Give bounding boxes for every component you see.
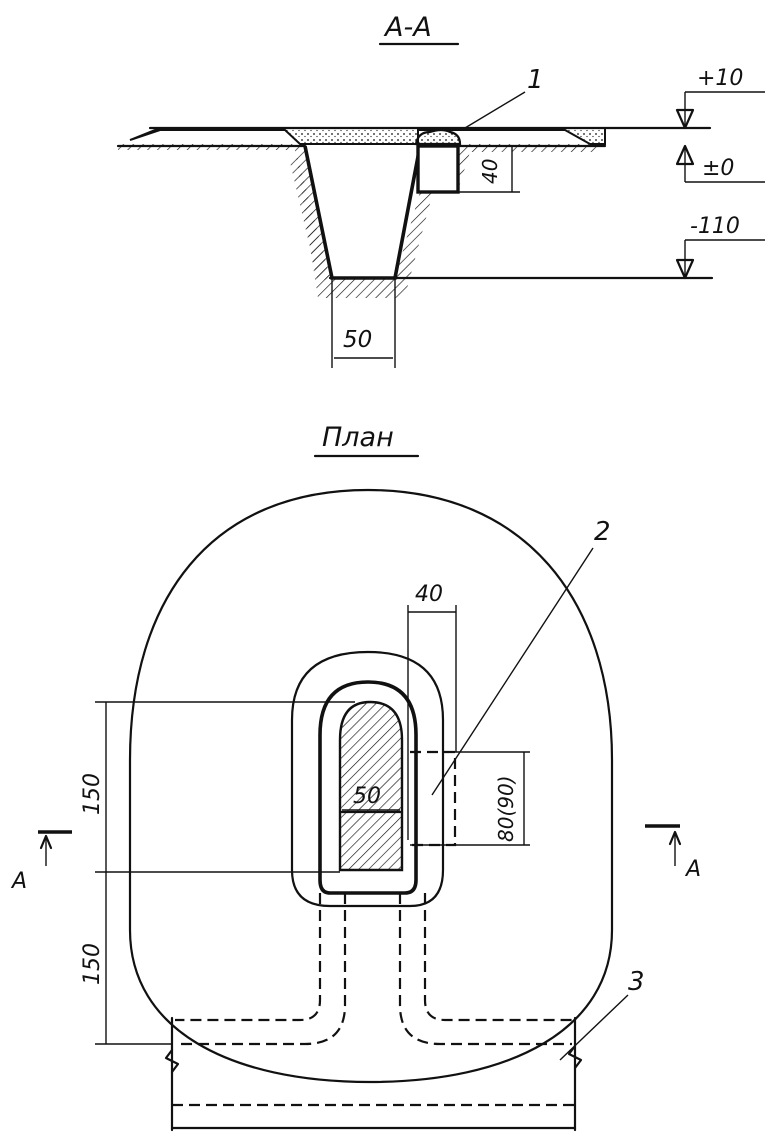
middle-loop — [290, 650, 445, 908]
dim-lower-150-label: 150 — [80, 943, 105, 985]
plan-view: План 2 3 40 — [10, 422, 701, 1132]
dashed-channel-right — [398, 893, 572, 1046]
level-top-label: +10 — [697, 66, 743, 91]
dashed-channel-left — [175, 893, 322, 1022]
callout-3-label: 3 — [628, 967, 645, 997]
level-bottom-label: -110 — [690, 214, 740, 239]
cut-marker-right: A — [645, 824, 701, 882]
break-mark-right — [567, 1044, 583, 1070]
dashed-channel-right2 — [423, 893, 572, 1022]
break-mark-left — [164, 1048, 180, 1074]
dim-depth-label: 40 — [478, 159, 502, 184]
dashed-channel-left2 — [175, 893, 347, 1046]
callout-2-label: 2 — [594, 517, 611, 547]
core-hatched — [338, 700, 404, 872]
dim-80-label: 80(90) — [494, 775, 518, 842]
callout-3-leader — [559, 994, 629, 1061]
section-view: A-A 1 40 50 — [116, 12, 765, 368]
frame-element — [416, 144, 460, 194]
seal-blob — [414, 128, 462, 146]
callout-2-leader — [431, 547, 594, 796]
callout-1-label: 1 — [527, 65, 544, 95]
cut-marker-left: A — [10, 830, 72, 894]
callout-1-leader — [464, 91, 526, 129]
level-bottom-marker: -110 — [675, 214, 765, 280]
plan-title: План — [322, 422, 394, 453]
frame-loop — [318, 680, 418, 895]
cut-left-label: A — [10, 869, 27, 894]
ground-hatch-left — [118, 144, 395, 298]
level-zero-marker: ±0 — [675, 144, 765, 183]
cut-right-label: A — [684, 857, 701, 882]
dim-50-label: 50 — [353, 784, 381, 809]
level-top-marker: +10 — [675, 66, 765, 130]
surface-coating — [129, 127, 606, 145]
section-title: A-A — [383, 12, 432, 43]
dim-40-label: 40 — [415, 582, 443, 607]
dim-upper-150-label: 150 — [80, 773, 105, 815]
dim-bottom-label: 50 — [343, 327, 372, 353]
level-zero-label: ±0 — [702, 156, 734, 181]
ground-hatch-under-left — [290, 158, 330, 282]
outer-outline — [128, 488, 614, 1084]
